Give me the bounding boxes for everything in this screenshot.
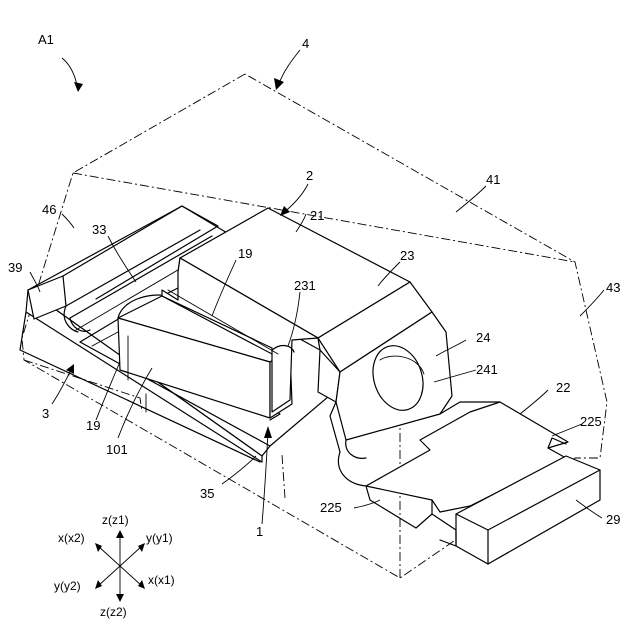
axis-x-lower-right: x(x1)	[148, 573, 175, 587]
label-231: 231	[294, 278, 316, 293]
label-39: 39	[8, 260, 22, 275]
terminal-plate-22	[366, 402, 600, 564]
label-101: 101	[106, 442, 128, 457]
label-225-bottom: 225	[320, 500, 342, 515]
label-19-top: 19	[238, 246, 252, 261]
axis-legend	[95, 530, 145, 602]
label-46: 46	[42, 202, 56, 217]
label-1: 1	[256, 524, 263, 539]
label-22: 22	[556, 380, 570, 395]
label-4: 4	[302, 36, 309, 51]
axis-z-down: z(z2)	[100, 605, 127, 619]
axis-y-lower-left: y(y2)	[54, 579, 81, 593]
label-2: 2	[306, 168, 313, 183]
label-43: 43	[606, 280, 620, 295]
label-225-right: 225	[580, 414, 602, 429]
label-35: 35	[200, 486, 214, 501]
label-21: 21	[310, 208, 324, 223]
label-3: 3	[42, 406, 49, 421]
label-A1: A1	[38, 32, 54, 47]
axis-z-up: z(z1)	[102, 513, 129, 527]
label-33: 33	[92, 222, 106, 237]
axis-y-upper-right: y(y1)	[146, 531, 173, 545]
label-29: 29	[606, 512, 620, 527]
label-19-left: 19	[86, 418, 100, 433]
label-23: 23	[400, 248, 414, 263]
label-41: 41	[486, 172, 500, 187]
label-241: 241	[476, 362, 498, 377]
axis-x-upper-left: x(x2)	[58, 531, 85, 545]
label-24: 24	[476, 330, 490, 345]
